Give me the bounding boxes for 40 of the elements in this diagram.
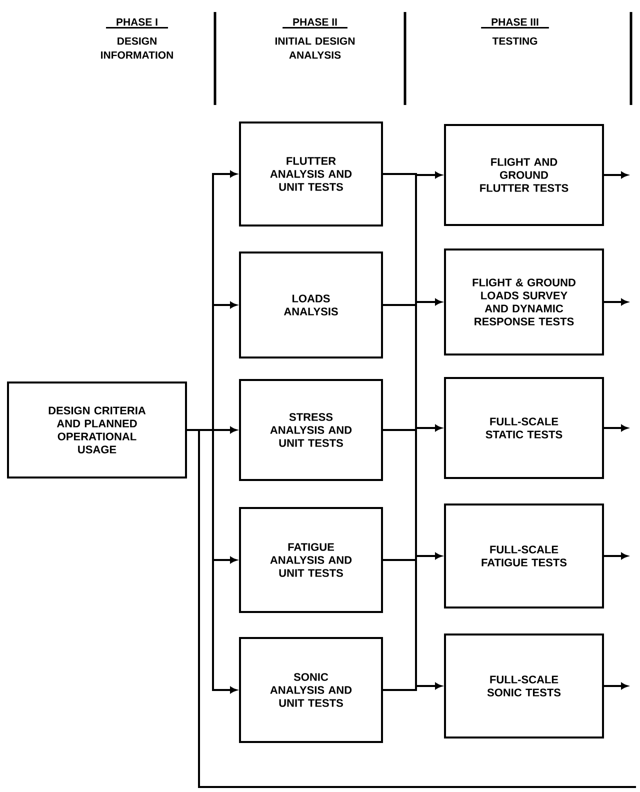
process-box: FULL-SCALE STATIC TESTS (444, 377, 604, 479)
arrow (416, 298, 442, 306)
arrow (213, 556, 237, 564)
arrow (604, 424, 628, 432)
process-box: FLUTTER ANALYSIS AND UNIT TESTS (239, 122, 383, 226)
phase-subtitle: DESIGN INFORMATION (101, 37, 173, 59)
arrow (416, 424, 442, 432)
process-box: FULL-SCALE SONIC TESTS (444, 634, 604, 738)
connector-line (383, 689, 416, 691)
arrow (604, 552, 628, 560)
process-box: LOADS ANALYSIS (239, 252, 383, 358)
phase-subtitle: TESTING (492, 37, 538, 45)
connector-line (383, 173, 416, 175)
process-box: FLIGHT AND GROUND FLUTTER TESTS (444, 124, 604, 226)
feedback-line (198, 429, 636, 788)
arrow (604, 298, 628, 306)
arrow (416, 682, 442, 690)
bus-line (415, 173, 417, 691)
arrow (213, 426, 237, 434)
arrow (213, 170, 237, 178)
process-box: DESIGN CRITERIA AND PLANNED OPERATIONAL USAGE (7, 382, 187, 478)
process-box: FLIGHT & GROUND LOADS SURVEY AND DYNAMIC RESPONSE TESTS (444, 248, 604, 356)
arrow (416, 552, 442, 560)
process-box: SONIC ANALYSIS AND UNIT TESTS (239, 637, 383, 743)
phase-subtitle: INITIAL DESIGN ANALYSIS (275, 37, 355, 59)
phase-heading: PHASE III (481, 18, 549, 28)
arrow (213, 302, 237, 308)
connector-line (383, 304, 416, 306)
phase-heading: PHASE I (106, 18, 168, 28)
arrow (604, 682, 628, 690)
process-box: STRESS ANALYSIS AND UNIT TESTS (239, 379, 383, 481)
process-box: FATIGUE ANALYSIS AND UNIT TESTS (239, 507, 383, 613)
arrow (416, 172, 442, 178)
arrow (213, 686, 237, 694)
phase-heading: PHASE II (282, 18, 348, 28)
connector-line (383, 559, 416, 561)
process-box: FULL-SCALE FATIGUE TESTS (444, 504, 604, 608)
arrow (604, 172, 628, 178)
bus-line (212, 173, 214, 691)
connector-line (383, 429, 416, 431)
